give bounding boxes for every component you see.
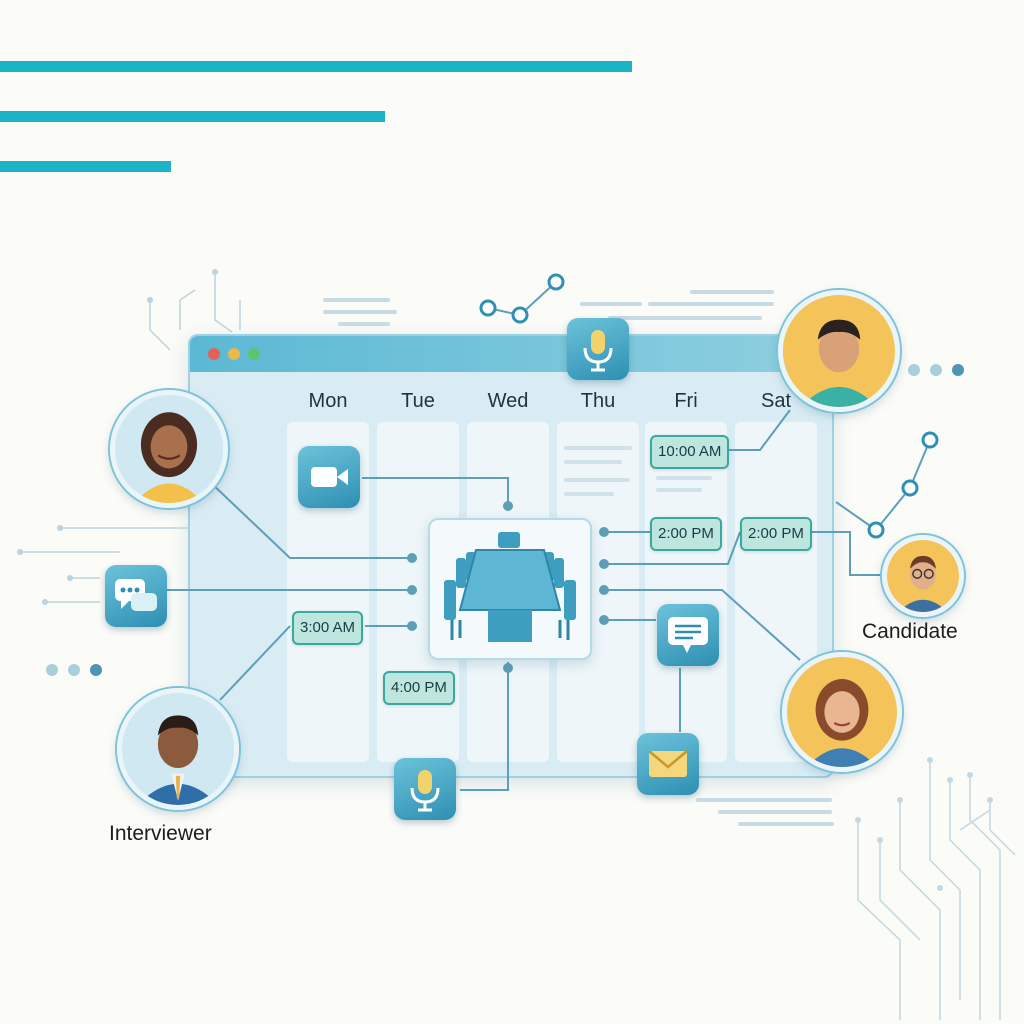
message-icon[interactable]	[657, 604, 719, 666]
envelope-icon[interactable]	[637, 733, 699, 795]
candidate-label: Candidate	[862, 620, 958, 643]
day-header-fri: Fri	[674, 390, 698, 412]
time-slot-fri-1000[interactable]: 10:00 AM	[650, 435, 730, 469]
window-maximize-dot[interactable]	[248, 348, 260, 360]
window-titlebar	[190, 336, 832, 372]
avatar-candidate[interactable]	[882, 535, 964, 617]
header-stripe-1	[0, 61, 632, 72]
window-minimize-dot[interactable]	[228, 348, 240, 360]
day-header-wed: Wed	[487, 390, 529, 412]
avatar-woman-right[interactable]	[782, 652, 902, 772]
window-close-dot[interactable]	[208, 348, 220, 360]
time-slot-fri-1400[interactable]: 2:00 PM	[650, 517, 722, 551]
header-stripe-3	[0, 161, 171, 172]
day-header-tue: Tue	[401, 390, 435, 412]
day-header-thu: Thu	[580, 390, 616, 412]
time-slot-tue-1600[interactable]: 4:00 PM	[383, 671, 455, 705]
avatar-woman-left[interactable]	[110, 390, 228, 508]
microphone-icon[interactable]	[567, 318, 629, 380]
microphone-icon-bottom[interactable]	[394, 758, 456, 820]
avatar-man-top-right[interactable]	[778, 290, 900, 412]
time-slot-sat-1400[interactable]: 2:00 PM	[740, 517, 812, 551]
day-header-mon: Mon	[308, 390, 348, 412]
header-stripe-2	[0, 111, 385, 122]
video-camera-icon[interactable]	[298, 446, 360, 508]
meeting-table-icon[interactable]	[428, 518, 592, 660]
interviewer-label: Interviewer	[109, 822, 212, 845]
chat-bubbles-icon[interactable]	[105, 565, 167, 627]
avatar-interviewer[interactable]	[117, 688, 239, 810]
day-header-sat: Sat	[760, 390, 792, 412]
time-slot-mon-0300[interactable]: 3:00 AM	[292, 611, 364, 645]
